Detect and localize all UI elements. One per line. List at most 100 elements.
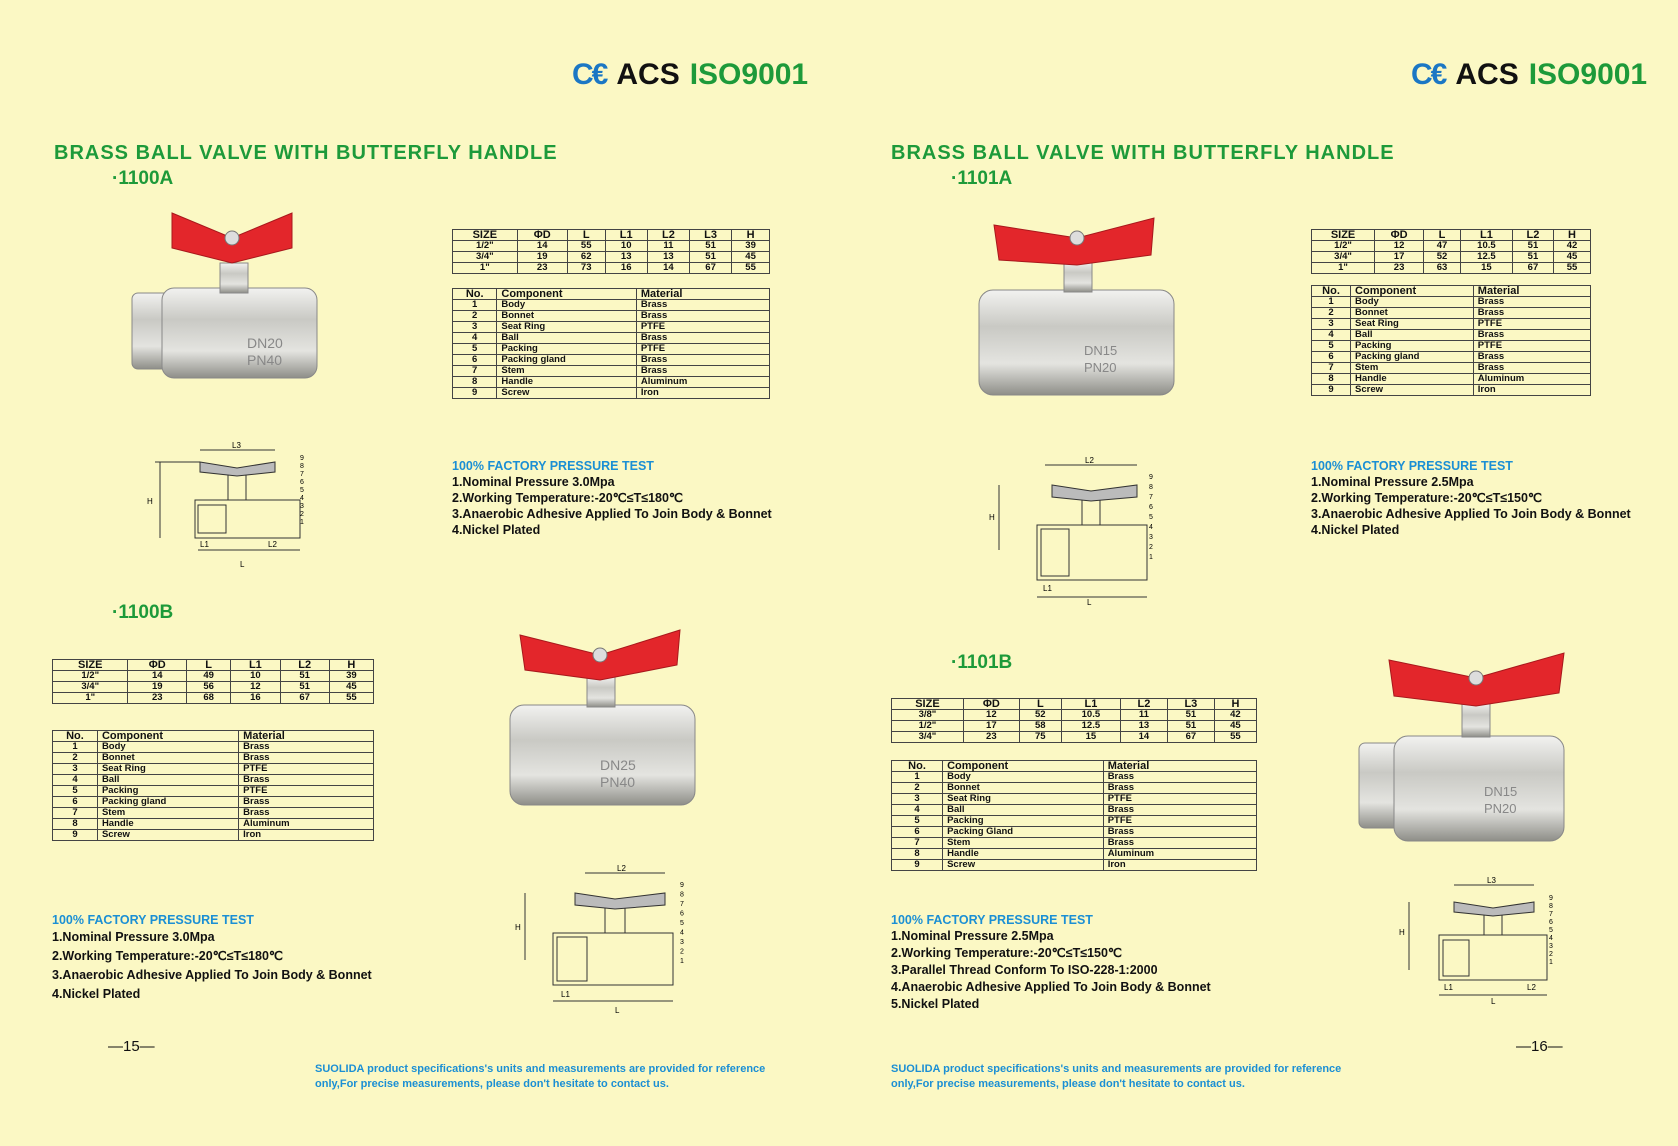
iso9001-mark: ISO9001: [689, 58, 809, 91]
part-number-label: 1: [1149, 554, 1153, 561]
valve-marking-pn: PN20: [1484, 801, 1517, 816]
dim-label-l: L: [1491, 997, 1496, 1006]
part-number-label: 9: [1549, 895, 1553, 902]
part-number-label: 9: [1149, 474, 1153, 481]
pressure-test-title: 100% FACTORY PRESSURE TEST: [452, 459, 654, 473]
disclaimer-text: SUOLIDA product specifications's units a…: [891, 1063, 1342, 1090]
pressure-test-block-1101a: 100% FACTORY PRESSURE TEST 1.Nominal Pre…: [1311, 459, 1631, 537]
valve-marking-dn: DN20: [247, 335, 283, 351]
part-number-label: 3: [680, 939, 684, 946]
part-number-label: 3: [1549, 943, 1553, 950]
part-number-label: 5: [680, 920, 684, 927]
part-number-label: 7: [680, 901, 684, 908]
catalog-page-16: C€ ACS ISO9001 BRASS BALL VALVE WITH BUT…: [839, 0, 1678, 1146]
part-number-label: 9: [680, 882, 684, 889]
valve-marking-dn: DN15: [1084, 343, 1117, 358]
dim-label-l2: L2: [268, 540, 277, 549]
dim-label-l2: L2: [1527, 983, 1536, 992]
dim-label-l: L: [1087, 598, 1092, 607]
dim-label-h: H: [515, 923, 521, 932]
part-number-label: 1: [680, 958, 684, 965]
dim-label-l2: L2: [1085, 456, 1094, 465]
pressure-test-block-1100a: 100% FACTORY PRESSURE TEST 1.Nominal Pre…: [452, 459, 772, 537]
ce-mark: C€: [572, 58, 608, 91]
part-number-label: 8: [1149, 484, 1153, 491]
dim-label-l: L: [615, 1006, 620, 1015]
dim-label-l1: L1: [561, 990, 570, 999]
part-number-label: 6: [300, 479, 304, 486]
valve-photo-1101a: DN15 PN20: [978, 217, 1175, 396]
catalog-page-15: C€ ACS ISO9001 BRASS BALL VALVE WITH BUT…: [51, 58, 808, 1090]
part-number-label: 2: [1149, 544, 1153, 551]
size-table-header: SIZE ΦD L L1 L2 L3 H: [452, 229, 770, 241]
series-title: BRASS BALL VALVE WITH BUTTERFLY HANDLE: [891, 142, 1395, 164]
part-number-label: 4: [1149, 524, 1153, 531]
dim-label-l3: L3: [232, 441, 241, 450]
valve-marking-dn: DN15: [1484, 784, 1517, 799]
valve-marking-dn: DN25: [600, 757, 636, 773]
model-number-1101b: ·1101B: [951, 652, 1013, 673]
certification-marks: C€ ACS ISO9001: [572, 58, 808, 92]
dim-label-l2: L2: [617, 864, 626, 873]
page-number: —16—: [1516, 1038, 1563, 1055]
dim-label-h: H: [147, 497, 153, 506]
part-number-label: 5: [300, 487, 304, 494]
model-number-1101a: ·1101A: [951, 168, 1013, 189]
valve-photo-1100b: DN25 PN40: [509, 629, 696, 806]
part-number-label: 7: [1149, 494, 1153, 501]
part-number-label: 6: [1549, 919, 1553, 926]
page-number: —15—: [108, 1038, 155, 1055]
ce-mark: C€: [1411, 58, 1447, 91]
part-number-label: 9: [300, 455, 304, 462]
part-number-label: 4: [1549, 935, 1553, 942]
model-number-1100a: ·1100A: [112, 168, 174, 189]
model-number-1100b: ·1100B: [112, 602, 174, 623]
part-number-label: 5: [1149, 514, 1153, 521]
part-number-label: 4: [300, 495, 304, 502]
part-number-label: 8: [300, 463, 304, 470]
part-number-label: 3: [300, 503, 304, 510]
valve-photo-1101b: DN15 PN20: [1358, 652, 1565, 842]
disclaimer-text: SUOLIDA product specifications's units a…: [315, 1063, 766, 1090]
